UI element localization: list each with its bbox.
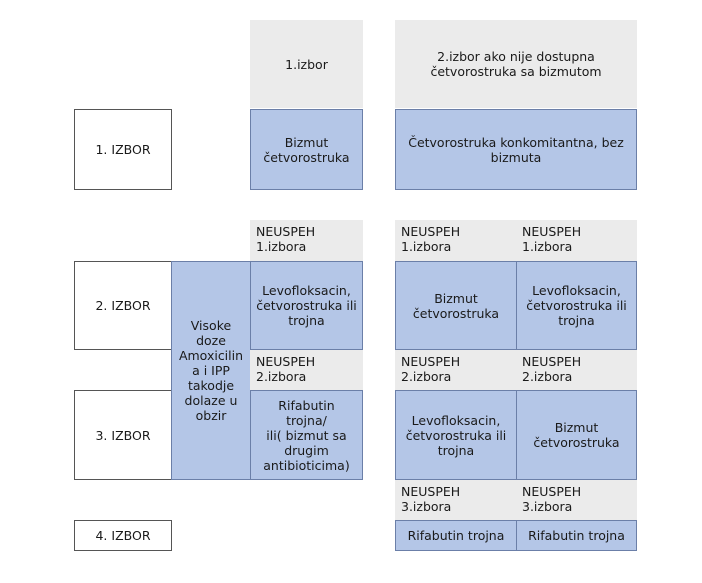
- row-label-1: 1. IZBOR: [74, 109, 172, 190]
- col2-right-fail-second-text: NEUSPEH 2.izbora: [522, 354, 582, 384]
- col2-first-choice-text: Četvorostruka konkomitantna, bez bizmuta: [408, 134, 624, 165]
- col1-fail-first: NEUSPEH 1.izbora: [250, 220, 363, 261]
- header-second-choice: 2.izbor ako nije dostupna četvorostruka …: [395, 20, 637, 108]
- col1-second-choice-text: Levofloksacin, četvorostruka ili trojna: [256, 283, 357, 328]
- col2-fourth-right: Rifabutin trojna: [516, 520, 637, 551]
- header-first-choice: 1.izbor: [250, 20, 363, 108]
- col1-third-choice: Rifabutin trojna/ ili( bizmut sa drugim …: [250, 390, 363, 480]
- header-second-choice-label: 2.izbor ako nije dostupna četvorostruka …: [430, 49, 602, 79]
- col1-first-choice-text: Bizmut četvorostruka: [263, 134, 350, 165]
- col2-third-right: Bizmut četvorostruka: [516, 390, 637, 480]
- col2-left-fail-first: NEUSPEH 1.izbora: [395, 220, 516, 261]
- col2-fourth-left: Rifabutin trojna: [395, 520, 517, 551]
- col2-fourth-left-text: Rifabutin trojna: [407, 528, 505, 543]
- col2-first-choice: Četvorostruka konkomitantna, bez bizmuta: [395, 109, 637, 190]
- col2-third-left: Levofloksacin, četvorostruka ili trojna: [395, 390, 517, 480]
- col1-first-choice: Bizmut četvorostruka: [250, 109, 363, 190]
- row-label-3: 3. IZBOR: [74, 390, 172, 480]
- col2-third-right-text: Bizmut četvorostruka: [533, 420, 620, 450]
- col1-fail-second-text: NEUSPEH 2.izbora: [256, 354, 316, 384]
- col2-third-left-text: Levofloksacin, četvorostruka ili trojna: [405, 412, 507, 458]
- col1-second-choice: Levofloksacin, četvorostruka ili trojna: [250, 261, 363, 350]
- col2-second-right-text: Levofloksacin, četvorostruka ili trojna: [526, 283, 627, 328]
- high-dose-amoxicillin-note: Visoke doze Amoxicilin a i IPP takodje d…: [171, 261, 251, 480]
- col2-fourth-right-text: Rifabutin trojna: [528, 528, 625, 543]
- col2-second-left-text: Bizmut četvorostruka: [412, 290, 500, 321]
- header-first-choice-label: 1.izbor: [285, 56, 328, 72]
- row-label-1-text: 1. IZBOR: [95, 142, 151, 157]
- col2-right-fail-first-text: NEUSPEH 1.izbora: [522, 224, 582, 254]
- col2-right-fail-second: NEUSPEH 2.izbora: [516, 350, 637, 390]
- col1-fail-second: NEUSPEH 2.izbora: [250, 350, 363, 390]
- col2-left-fail-second: NEUSPEH 2.izbora: [395, 350, 516, 390]
- col2-second-right: Levofloksacin, četvorostruka ili trojna: [516, 261, 637, 350]
- row-label-3-text: 3. IZBOR: [95, 427, 151, 443]
- col2-second-left: Bizmut četvorostruka: [395, 261, 517, 350]
- col2-right-fail-third-text: NEUSPEH 3.izbora: [522, 484, 582, 514]
- col2-right-fail-third: NEUSPEH 3.izbora: [516, 480, 637, 520]
- col2-left-fail-second-text: NEUSPEH 2.izbora: [401, 354, 461, 384]
- col2-left-fail-third-text: NEUSPEH 3.izbora: [401, 484, 461, 514]
- col2-left-fail-first-text: NEUSPEH 1.izbora: [401, 224, 461, 254]
- col1-third-choice-text: Rifabutin trojna/ ili( bizmut sa drugim …: [263, 397, 350, 473]
- high-dose-amoxicillin-note-text: Visoke doze Amoxicilin a i IPP takodje d…: [178, 318, 244, 423]
- row-label-4-text: 4. IZBOR: [95, 528, 151, 543]
- col2-right-fail-first: NEUSPEH 1.izbora: [516, 220, 637, 261]
- row-label-2-text: 2. IZBOR: [95, 298, 151, 313]
- row-label-2: 2. IZBOR: [74, 261, 172, 350]
- col1-fail-first-text: NEUSPEH 1.izbora: [256, 224, 316, 254]
- col2-left-fail-third: NEUSPEH 3.izbora: [395, 480, 516, 520]
- row-label-4: 4. IZBOR: [74, 520, 172, 551]
